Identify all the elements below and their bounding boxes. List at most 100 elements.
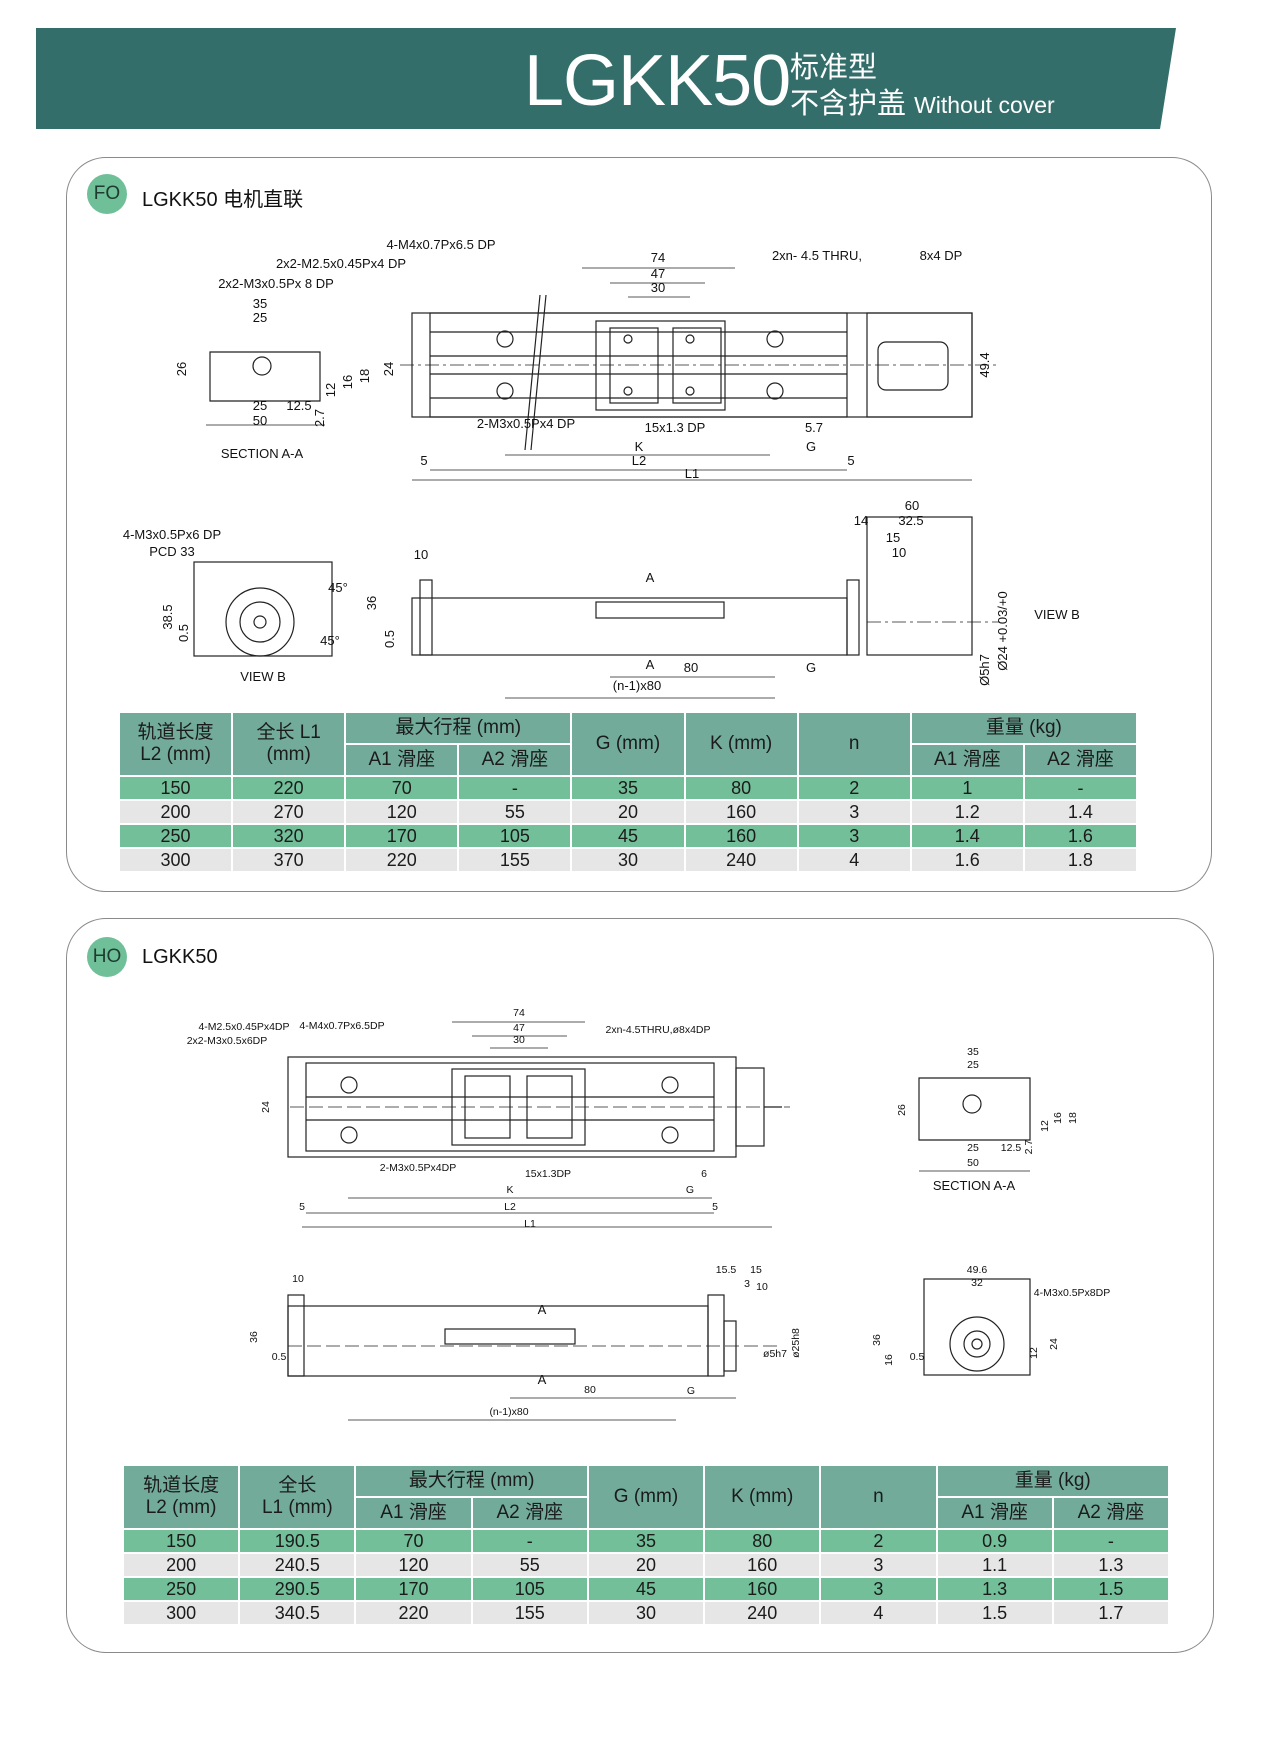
table-cell: 250: [117, 823, 234, 849]
table-cell: 240: [683, 847, 799, 873]
table-cell: 35: [570, 775, 686, 801]
table-cell: -: [470, 1528, 589, 1554]
section-title: LGKK50 电机直联: [142, 189, 304, 211]
column-header: 全长 L1 (mm): [231, 711, 347, 777]
column-header: G (mm): [586, 1464, 706, 1530]
table-cell: 240: [703, 1600, 822, 1626]
table-cell: 155: [470, 1600, 589, 1626]
table-cell: 155: [457, 847, 573, 873]
column-header: 轨道长度 L2 (mm): [121, 1464, 241, 1530]
column-subheader: A2 滑座: [1022, 743, 1139, 777]
column-header: 重量 (kg): [909, 711, 1139, 745]
table-cell: 3: [819, 1576, 938, 1602]
table-cell: 4: [819, 1600, 938, 1626]
table-cell: 1.1: [935, 1552, 1054, 1578]
table-cell: 1.5: [1051, 1576, 1171, 1602]
column-subheader: A2 滑座: [1051, 1496, 1171, 1530]
table-cell: 320: [231, 823, 347, 849]
table-cell: 250: [121, 1576, 241, 1602]
column-subheader: A1 滑座: [909, 743, 1025, 777]
section-badge: HO: [87, 937, 127, 977]
column-header: 重量 (kg): [935, 1464, 1171, 1498]
table-cell: 105: [470, 1576, 589, 1602]
table-cell: 20: [586, 1552, 706, 1578]
table-cell: 1.6: [1022, 823, 1139, 849]
table-cell: 200: [117, 799, 234, 825]
table-cell: 30: [586, 1600, 706, 1626]
cover-label: 不含护盖 Without cover: [790, 80, 1055, 122]
column-header: 最大行程 (mm): [344, 711, 573, 745]
spec-table-fo: 轨道长度 L2 (mm)全长 L1 (mm)最大行程 (mm)G (mm)K (…: [117, 711, 1139, 873]
table-cell: 45: [570, 823, 686, 849]
column-header: 轨道长度 L2 (mm): [117, 711, 234, 777]
column-header: n: [796, 711, 912, 777]
table-cell: 160: [703, 1552, 822, 1578]
table-cell: 170: [344, 823, 460, 849]
type-label: 标准型: [790, 52, 878, 84]
table-cell: 370: [231, 847, 347, 873]
table-cell: 1: [909, 775, 1025, 801]
table-cell: -: [1051, 1528, 1171, 1554]
table-cell: 340.5: [238, 1600, 357, 1626]
table-cell: 200: [121, 1552, 241, 1578]
table-cell: 270: [231, 799, 347, 825]
table-cell: 220: [354, 1600, 473, 1626]
table-cell: 30: [570, 847, 686, 873]
column-subheader: A2 滑座: [470, 1496, 589, 1530]
table-cell: 3: [796, 823, 912, 849]
table-cell: 300: [121, 1600, 241, 1626]
table-cell: 1.4: [909, 823, 1025, 849]
table-cell: 80: [683, 775, 799, 801]
table-cell: 0.9: [935, 1528, 1054, 1554]
table-cell: 2: [819, 1528, 938, 1554]
table-cell: 3: [819, 1552, 938, 1578]
section-title: LGKK50: [142, 946, 218, 968]
table-cell: 1.7: [1051, 1600, 1171, 1626]
table-cell: 105: [457, 823, 573, 849]
table-cell: 190.5: [238, 1528, 357, 1554]
table-cell: 80: [703, 1528, 822, 1554]
cover-cn: 不含护盖: [790, 88, 907, 120]
section-badge: FO: [87, 174, 127, 214]
table-cell: 220: [231, 775, 347, 801]
table-cell: 1.5: [935, 1600, 1054, 1626]
table-cell: 1.3: [1051, 1552, 1171, 1578]
table-cell: 1.2: [909, 799, 1025, 825]
table-cell: 2: [796, 775, 912, 801]
column-subheader: A1 滑座: [354, 1496, 473, 1530]
table-cell: 70: [344, 775, 460, 801]
column-header: 全长 L1 (mm): [238, 1464, 357, 1530]
table-cell: 70: [354, 1528, 473, 1554]
column-header: G (mm): [570, 711, 686, 777]
table-cell: 150: [117, 775, 234, 801]
table-cell: 170: [354, 1576, 473, 1602]
model-title: LGKK50: [524, 41, 791, 121]
column-header: n: [819, 1464, 938, 1530]
column-subheader: A1 滑座: [344, 743, 460, 777]
table-cell: 55: [470, 1552, 589, 1578]
table-cell: 45: [586, 1576, 706, 1602]
table-cell: 240.5: [238, 1552, 357, 1578]
table-cell: 120: [344, 799, 460, 825]
table-cell: 20: [570, 799, 686, 825]
column-subheader: A1 滑座: [935, 1496, 1054, 1530]
header-band: [36, 28, 1176, 129]
table-cell: 1.3: [935, 1576, 1054, 1602]
column-header: K (mm): [703, 1464, 822, 1530]
table-cell: 1.8: [1022, 847, 1139, 873]
table-cell: -: [457, 775, 573, 801]
table-cell: 1.4: [1022, 799, 1139, 825]
table-cell: 160: [683, 823, 799, 849]
table-cell: 120: [354, 1552, 473, 1578]
table-cell: 1.6: [909, 847, 1025, 873]
column-subheader: A2 滑座: [457, 743, 573, 777]
column-header: K (mm): [683, 711, 799, 777]
table-cell: 160: [703, 1576, 822, 1602]
table-cell: 3: [796, 799, 912, 825]
